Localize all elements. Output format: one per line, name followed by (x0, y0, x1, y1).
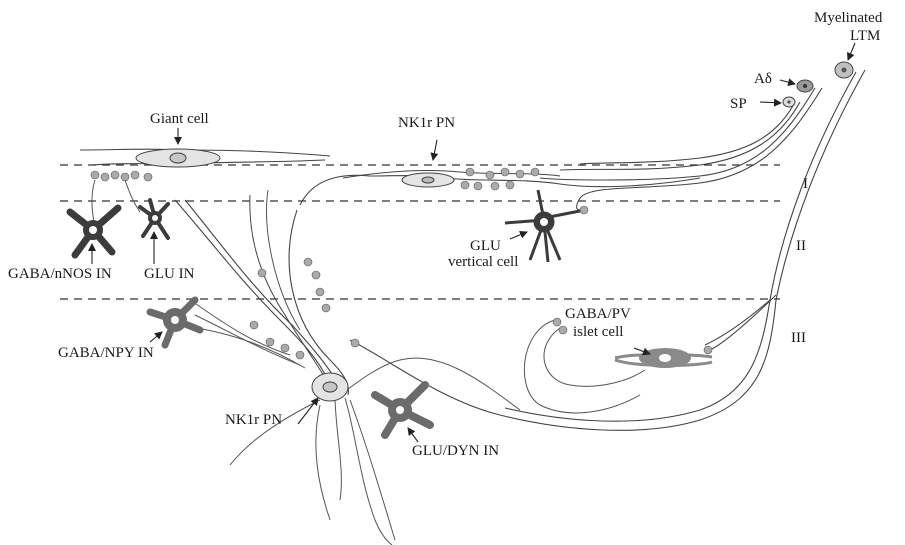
gaba-pv-label-line1: GABA/PV (565, 306, 631, 322)
glu-vertical-cell (505, 190, 585, 262)
giant-cell (80, 149, 330, 225)
glu-dyn-label: GLU/DYN IN (412, 443, 499, 459)
nk1r-pn-bottom-label: NK1r PN (225, 412, 282, 428)
lamina-3-label: III (791, 330, 806, 346)
sp-label: SP (730, 96, 747, 112)
glu-in-label: GLU IN (144, 266, 195, 282)
gaba-nnos-label: GABA/nNOS IN (8, 266, 112, 282)
a-delta-label: Aδ (754, 71, 772, 87)
afferent-somata (783, 62, 853, 107)
gaba-npy-label: GABA/NPY IN (58, 345, 154, 361)
myelinated-label: Myelinated (814, 10, 883, 26)
giant-cell-label: Giant cell (150, 111, 209, 127)
ltm-label: LTM (850, 28, 880, 44)
nk1r-pn-top-label: NK1r PN (398, 115, 455, 131)
nk1r-pn-lamina-1 (289, 168, 700, 395)
lamina-2-label: II (796, 238, 806, 254)
glu-vertical-label-line2: vertical cell (448, 254, 518, 270)
nk1r-pn-lamina-3 (175, 190, 520, 545)
glu-dyn-interneuron (375, 385, 430, 435)
glu-vertical-label-line1: GLU (470, 238, 501, 254)
gaba-npy-interneuron (150, 300, 200, 345)
lamina-1-label: I (803, 176, 808, 192)
gaba-pv-label-line2: islet cell (573, 324, 623, 340)
gaba-nnos-interneuron (70, 208, 118, 255)
